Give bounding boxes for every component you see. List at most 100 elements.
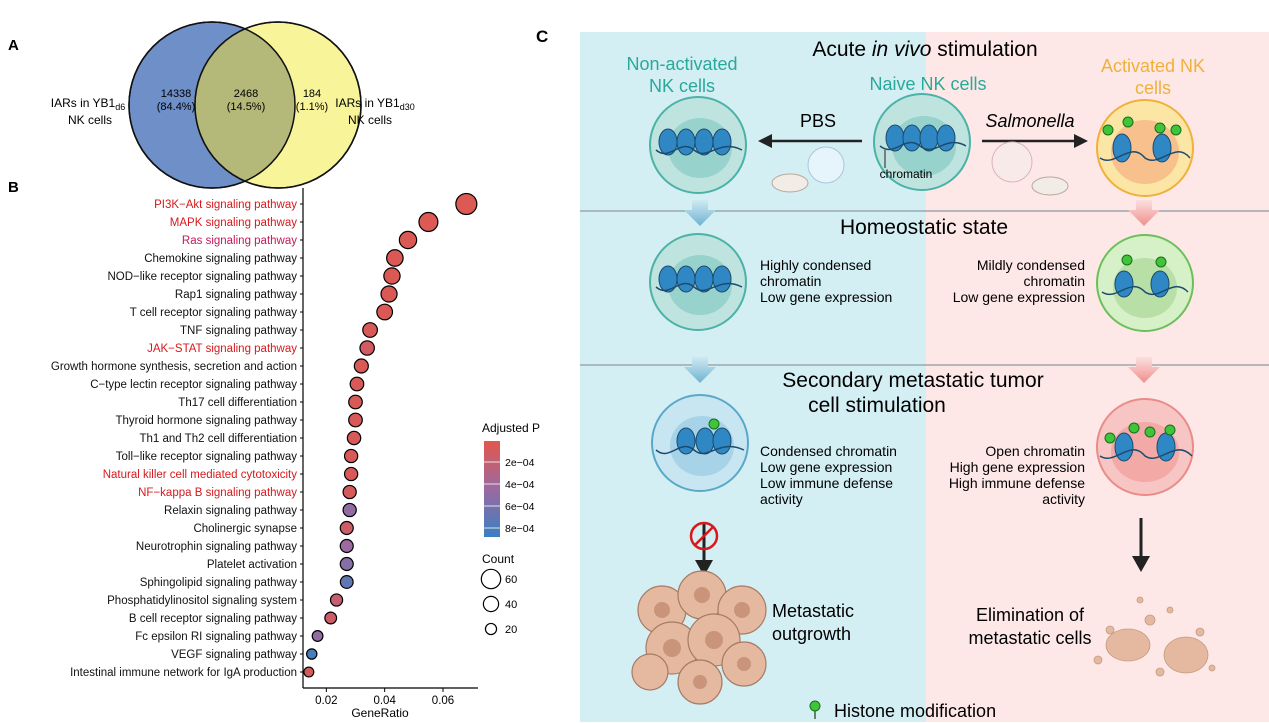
data-point [362,322,378,338]
homeostatic-right-cell [1096,234,1194,332]
data-point [348,412,363,428]
panel-label-a: A [8,37,19,54]
homeostatic-title: Homeostatic state [840,216,1008,239]
size-legend-circle [482,595,500,613]
size-legend-label: 20 [505,624,517,636]
data-point [342,502,357,518]
panel-a: A 14338 (84.4%) 2468 (14.5%) 184 (1.1%) … [8,21,415,189]
pbs-vial-icon [807,146,845,184]
histone-legend-label: Histone modification [834,701,996,721]
venn-left-label-line2: NK cells [68,113,112,127]
outgrowth-label-1: Metastatic [772,601,854,621]
size-legend-circle [484,622,498,636]
color-legend-bar [484,441,500,537]
nonactivated-cell [649,96,747,194]
histone-marker-icon [809,700,821,712]
naive-title: Naive NK cells [869,74,986,94]
pathway-label: Th17 cell differentiation [178,397,297,409]
pathway-label: Neurotrophin signaling pathway [136,541,297,553]
data-point [398,230,418,250]
pathway-label: TNF signaling pathway [180,325,297,337]
pathway-label: Natural killer cell mediated cytotoxicit… [103,469,298,481]
svg-text:chromatin: chromatin [760,273,821,289]
data-point [380,285,398,303]
pathway-label: C−type lectin receptor signaling pathway [90,379,297,391]
size-legend-label: 40 [505,599,517,611]
pathway-label: MAPK signaling pathway [170,217,297,229]
tumor-nuclei [654,587,751,689]
x-tick-label: 0.06 [432,695,454,707]
activated-cell [1096,99,1194,197]
secondary-title-2: cell stimulation [808,394,946,417]
color-legend-tick: 8e−04 [505,523,535,535]
pathway-label: Cholinergic synapse [193,523,297,535]
data-point [339,556,354,572]
data-point [376,303,394,321]
secondary-left-cell [651,394,749,492]
color-legend-tick: 6e−04 [505,501,535,513]
venn-overlap-pct: (14.5%) [227,101,266,113]
svg-text:Low gene expression: Low gene expression [953,289,1085,305]
elimination-label-2: metastatic cells [968,628,1091,648]
size-legend-circle [480,568,502,590]
data-point [339,575,354,589]
venn-left-pct: (84.4%) [157,101,196,113]
panel-c: C Acute in vivo stimulation Non-activate… [536,27,1269,722]
x-tick-label: 0.02 [315,695,337,707]
x-tick-label: 0.04 [373,695,396,707]
pathway-label: Fc epsilon RI signaling pathway [135,631,297,643]
secondary-right-cell [1096,398,1194,496]
data-point [455,192,478,216]
chromatin-label: chromatin [880,167,933,181]
data-point [386,249,404,267]
data-point [324,611,338,625]
pathway-label: Sphingolipid signaling pathway [140,577,298,589]
venn-right-pct: (1.1%) [296,101,328,113]
homeostatic-left-text: Highly condensed chromatin Low gene expr… [760,257,892,305]
svg-text:Low immune defense: Low immune defense [760,475,893,491]
pathway-label: Relaxin signaling pathway [164,505,297,517]
data-point [339,520,354,536]
acute-title: Acute in vivo stimulation [812,38,1037,61]
pathway-label: Growth hormone synthesis, secretion and … [51,361,297,373]
svg-text:activity: activity [1042,491,1085,507]
x-axis-label: GeneRatio [351,706,409,720]
data-point [349,376,365,392]
pathway-label: B cell receptor signaling pathway [129,613,297,625]
venn-right-count: 184 [303,88,321,100]
data-point [342,484,357,500]
svg-text:Low gene expression: Low gene expression [760,459,892,475]
color-legend-title: Adjusted P [482,421,540,435]
color-legend-tick: 2e−04 [505,457,535,469]
data-point [383,267,401,285]
activated-title-1: Activated NK [1101,56,1205,76]
pbs-label: PBS [800,111,836,131]
down-arrow-right-1 [1128,200,1160,226]
data-point [329,593,344,607]
svg-text:Highly condensed: Highly condensed [760,257,871,273]
pathway-label: Ras signaling pathway [182,235,297,247]
svg-text:High gene expression: High gene expression [950,459,1085,475]
svg-text:Condensed chromatin: Condensed chromatin [760,443,897,459]
debris-icon [1093,596,1216,677]
venn-overlap [195,22,295,188]
data-point [418,211,439,233]
data-point [359,340,375,356]
homeostatic-right-text: Mildly condensed chromatin Low gene expr… [953,257,1085,305]
svg-text:Low gene expression: Low gene expression [760,289,892,305]
elimination-label-1: Elimination of [976,605,1085,625]
pathway-label: Phosphatidylinositol signaling system [107,595,297,607]
svg-text:High immune defense: High immune defense [949,475,1085,491]
mouse-left-icon [771,173,809,193]
data-point [303,666,315,678]
pathway-label: Intestinal immune network for IgA produc… [70,667,297,679]
secondary-left-text: Condensed chromatin Low gene expression … [760,443,897,507]
histone-legend: Histone modification [809,700,996,721]
pathway-label: T cell receptor signaling pathway [130,307,298,319]
venn-left-label: IARs in YB1d6 [51,96,126,112]
outgrowth-label-2: outgrowth [772,624,851,644]
activated-title-2: cells [1135,78,1171,98]
down-arrow-left-1 [684,200,716,226]
